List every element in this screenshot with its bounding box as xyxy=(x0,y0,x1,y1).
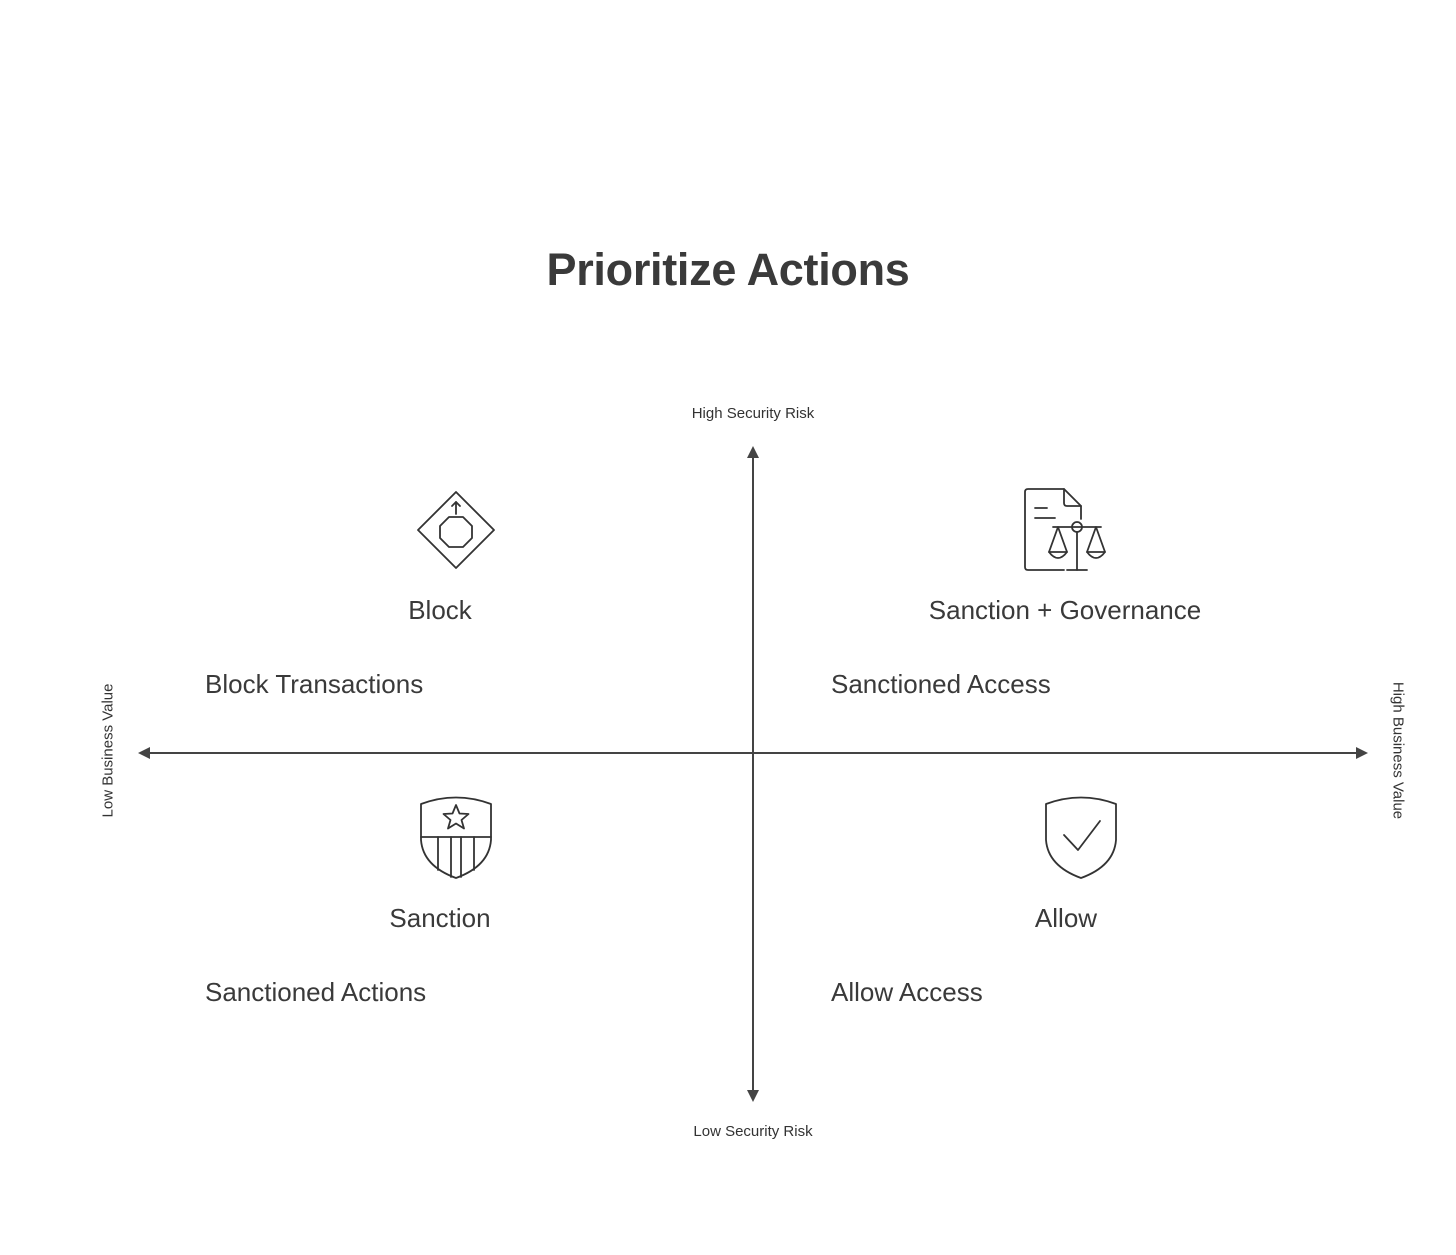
quadrant-title-allow: Allow xyxy=(1034,903,1098,933)
quadrant-desc-sanctioned-actions: Sanctioned Actions xyxy=(205,977,427,1007)
stop-sign-diamond-icon xyxy=(414,488,498,572)
shield-check-icon xyxy=(1042,794,1122,882)
axis-arrow-right xyxy=(1356,747,1368,759)
quadrant-desc-sanctioned-access: Sanctioned Access xyxy=(831,669,1051,699)
quadrant-desc-block-transactions: Block Transactions xyxy=(205,669,424,699)
quadrant-title-sanction: Sanction xyxy=(389,903,491,933)
quadrant-title-sanction-governance: Sanction + Governance xyxy=(928,595,1202,625)
axis-label-high-business-value: High Business Value xyxy=(1389,681,1407,820)
axis-label-low-security-risk: Low Security Risk xyxy=(693,1123,813,1140)
quadrant-title-block: Block xyxy=(408,595,472,625)
document-scales-icon xyxy=(1020,486,1112,576)
axis-arrow-left xyxy=(138,747,150,759)
quadrant-desc-allow-access: Allow Access xyxy=(831,977,983,1007)
axis-label-high-security-risk: High Security Risk xyxy=(691,405,815,422)
star-shield-icon xyxy=(416,794,496,882)
axis-label-low-business-value: Low Business Value xyxy=(99,683,117,818)
axis-arrow-down xyxy=(747,1090,759,1102)
axis-arrow-up xyxy=(747,446,759,458)
diagram-title: Prioritize Actions xyxy=(546,244,910,295)
